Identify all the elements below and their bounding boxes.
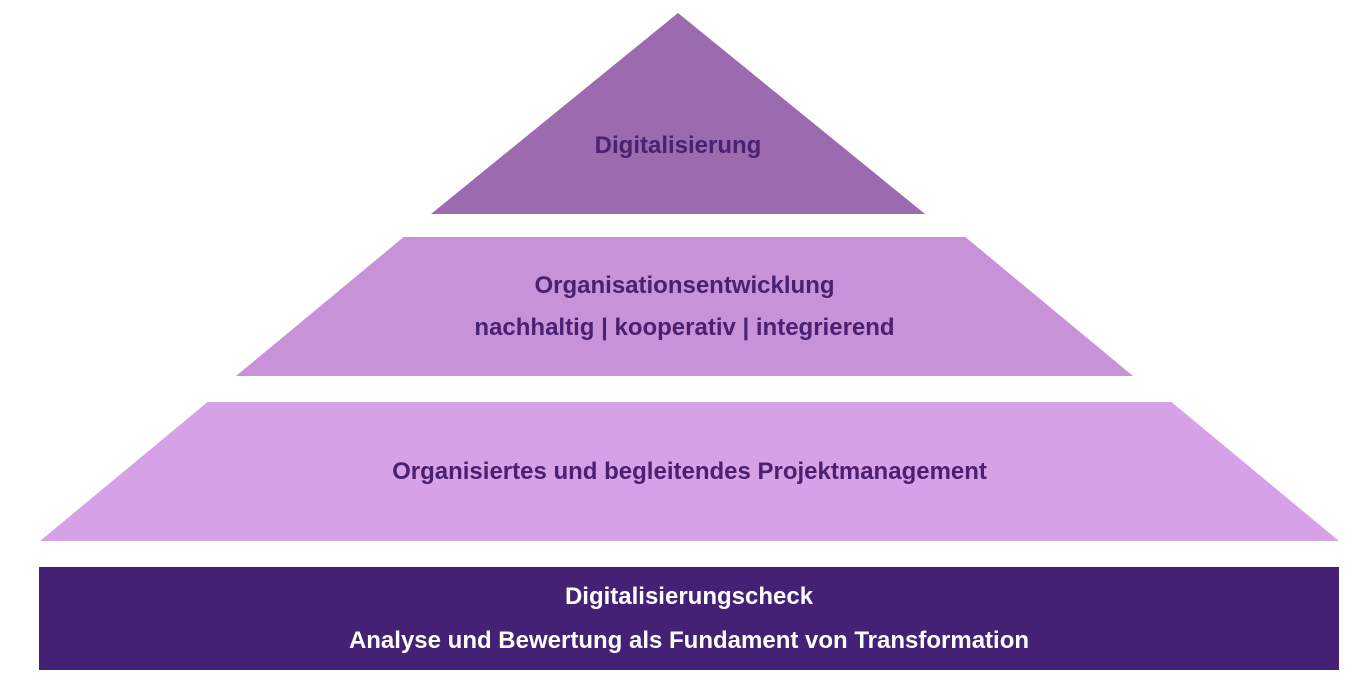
pyramid-base-layer: Digitalisierungscheck Analyse und Bewert… xyxy=(39,567,1339,670)
top-layer-label: Digitalisierung xyxy=(594,132,762,159)
pyramid-lower-layer: Organisiertes und begleitendes Projektma… xyxy=(40,402,1339,541)
base-layer-subtitle: Analyse und Bewertung als Fundament von … xyxy=(348,626,1030,654)
middle-layer-subtitle: nachhaltig | kooperativ | integrierend xyxy=(474,313,895,341)
pyramid-middle-layer: Organisationsentwicklung nachhaltig | ko… xyxy=(236,237,1133,376)
pyramid-top-layer: Digitalisierung xyxy=(431,13,925,214)
middle-layer-title: Organisationsentwicklung xyxy=(534,271,835,299)
lower-layer-label: Organisiertes und begleitendes Projektma… xyxy=(392,457,987,485)
base-layer-title: Digitalisierungscheck xyxy=(564,582,814,610)
